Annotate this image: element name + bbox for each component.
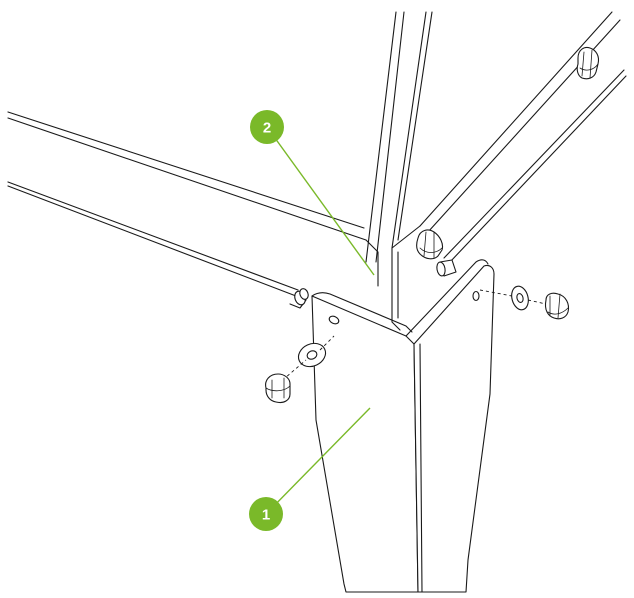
callout-2-label: 2 [263, 120, 271, 137]
cap-nut [265, 373, 291, 404]
callout-2: 2 [250, 110, 375, 276]
side-rail [7, 111, 379, 297]
vertical-post [365, 11, 433, 263]
cap-nut [416, 229, 444, 260]
washer [297, 342, 327, 368]
cap-nut [576, 46, 600, 80]
bolt-stud [436, 259, 457, 277]
right-hardware [416, 46, 600, 320]
washer [511, 285, 529, 311]
left-hardware [265, 288, 335, 404]
corner-leg [289, 259, 495, 593]
cap-nut [544, 292, 570, 320]
callout-1-label: 1 [262, 507, 270, 524]
callout-1: 1 [249, 407, 371, 531]
bolt-stud [294, 288, 309, 306]
